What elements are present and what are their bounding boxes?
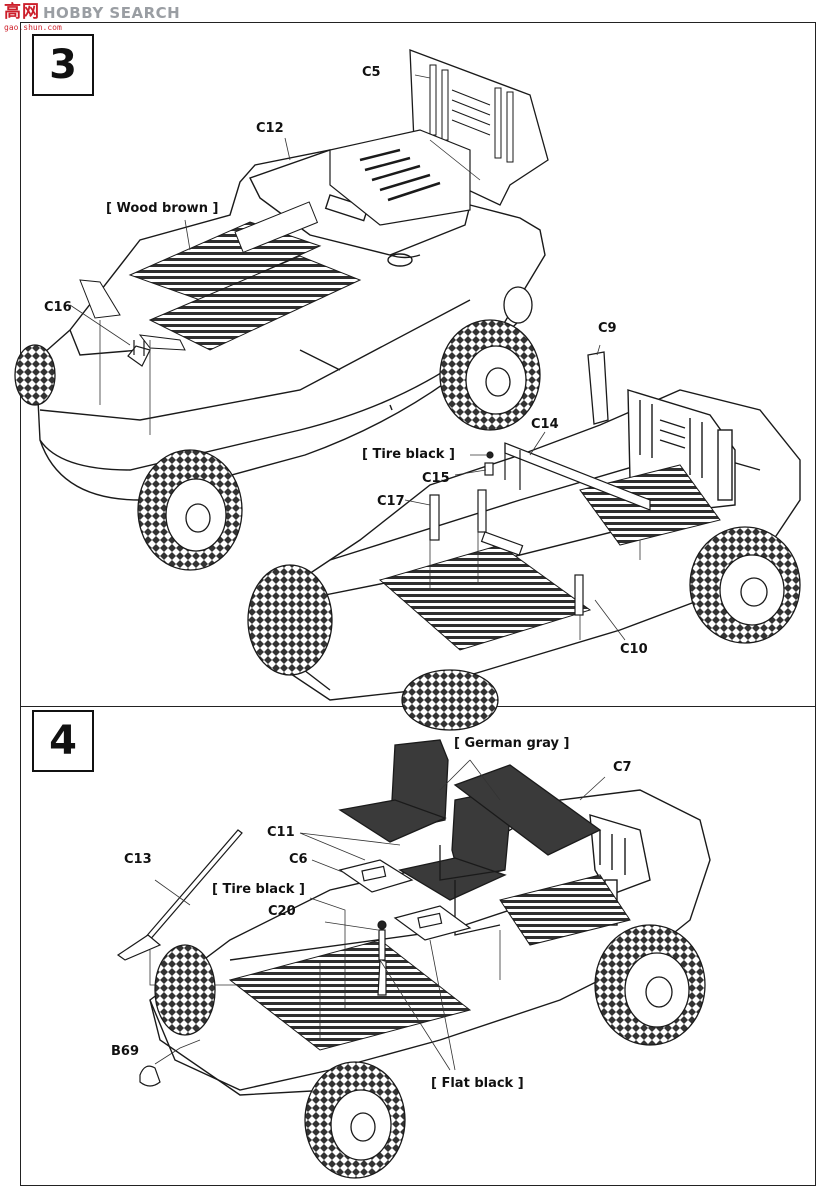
step-4-box: 4 xyxy=(32,710,94,772)
watermark-text: HOBBY SEARCH xyxy=(43,4,181,22)
step-3-box: 3 xyxy=(32,34,94,96)
step4-wheels xyxy=(154,924,706,1179)
label-c6: C6 xyxy=(289,852,308,867)
c6-plates xyxy=(338,859,472,941)
c12-deck-plate xyxy=(329,129,471,226)
paint-wood-brown: [ Wood brown ] xyxy=(106,201,219,216)
watermark-logo: 高网 xyxy=(4,2,40,22)
step4-floor-slats xyxy=(228,874,631,1051)
paint-tire-black-4: [ Tire black ] xyxy=(212,882,305,897)
step3-guides-right xyxy=(404,344,641,641)
paint-tire-black-3: [ Tire black ] xyxy=(362,447,455,462)
step3-guides-left xyxy=(69,74,481,435)
paint-german-gray: [ German gray ] xyxy=(454,736,570,751)
step-4-number: 4 xyxy=(49,718,77,764)
step3-wheels-right xyxy=(247,526,801,731)
c9-panel xyxy=(587,351,609,425)
step3-rods xyxy=(429,442,651,616)
label-c5: C5 xyxy=(362,65,381,80)
label-c17: C17 xyxy=(377,494,405,509)
label-c16: C16 xyxy=(44,300,72,315)
label-c15: C15 xyxy=(422,471,450,486)
step3-hull-right xyxy=(257,389,801,701)
step-3-number: 3 xyxy=(49,42,77,88)
label-c12: C12 xyxy=(256,121,284,136)
label-c7: C7 xyxy=(613,760,632,775)
c7-bench xyxy=(453,764,602,856)
step4-guides xyxy=(149,759,606,1071)
c13-rod xyxy=(116,829,243,961)
paint-flat-black: [ Flat black ] xyxy=(431,1076,524,1091)
label-c11: C11 xyxy=(267,825,295,840)
label-c13: C13 xyxy=(124,852,152,867)
label-c20: C20 xyxy=(268,904,296,919)
label-c9: C9 xyxy=(598,321,617,336)
label-c10: C10 xyxy=(620,642,648,657)
page-frame xyxy=(20,22,816,1186)
c20-lever xyxy=(377,920,387,996)
step3-floor-slats xyxy=(79,201,362,351)
b69-hook xyxy=(139,1065,161,1087)
label-c14: C14 xyxy=(531,417,559,432)
watermark: 高网 HOBBY SEARCH xyxy=(4,3,180,25)
label-b69: B69 xyxy=(111,1044,139,1059)
watermark-url: gao.shun.com xyxy=(4,23,62,32)
step3-wheels-left xyxy=(14,286,541,571)
